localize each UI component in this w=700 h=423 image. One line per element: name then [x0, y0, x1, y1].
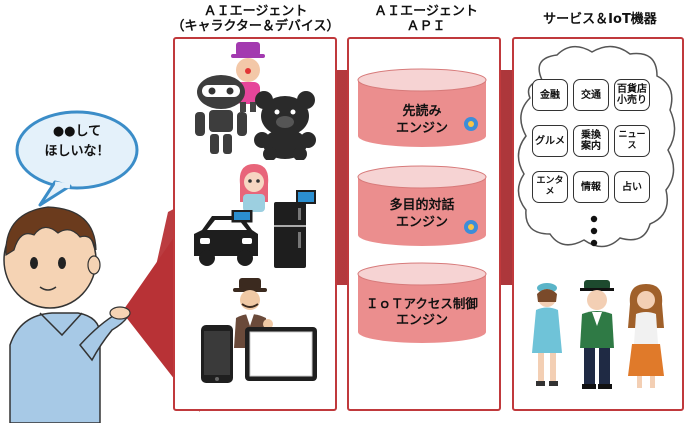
service-tile-news: ニュース	[614, 125, 650, 157]
service-tile-department-store: 百貨店 小売り	[614, 79, 650, 111]
tablet-icon	[245, 327, 317, 381]
engine-label-3: ＩｏＴアクセス制御 エンジン	[366, 296, 478, 328]
speech-bubble	[15, 110, 139, 207]
engine-cylinder-2	[357, 165, 487, 246]
robot-icon	[195, 75, 247, 154]
refrigerator-icon	[274, 190, 316, 268]
smartphone-icon	[201, 325, 233, 383]
service-tile-entertainment: エンタメ	[532, 171, 568, 203]
station-staff-icon	[532, 280, 664, 389]
engine-label-2: 多目的対話 エンジン	[389, 198, 455, 230]
service-tile-finance: 金融	[532, 79, 568, 111]
service-tile-transfer-guide: 乗換 案内	[573, 125, 609, 157]
clown-character-icon	[231, 42, 265, 112]
more-dots-icon	[590, 215, 598, 247]
bubble-text: ●●して ほしいな！	[44, 124, 110, 159]
engine-cylinder-1	[357, 68, 487, 147]
service-tile-gourmet: グルメ	[532, 125, 568, 157]
engine-cylinder-3	[357, 262, 487, 343]
service-tile-transport: 交通	[573, 79, 609, 111]
service-tile-information: 情報	[573, 171, 609, 203]
services-column-title: サービス＆IoT機器	[543, 12, 657, 27]
api-column-title: ＡＩエージェント ＡＰＩ	[374, 4, 478, 34]
teddy-bear-icon	[254, 91, 316, 160]
anime-character-icon	[239, 164, 269, 212]
car-icon	[194, 210, 258, 266]
engine-label-1: 先読み エンジン	[395, 104, 448, 136]
user-character-icon	[3, 206, 131, 423]
agents-column-title: ＡＩエージェント （キャラクター＆デバイス）	[171, 4, 340, 34]
service-tile-fortune: 占い	[614, 171, 650, 203]
